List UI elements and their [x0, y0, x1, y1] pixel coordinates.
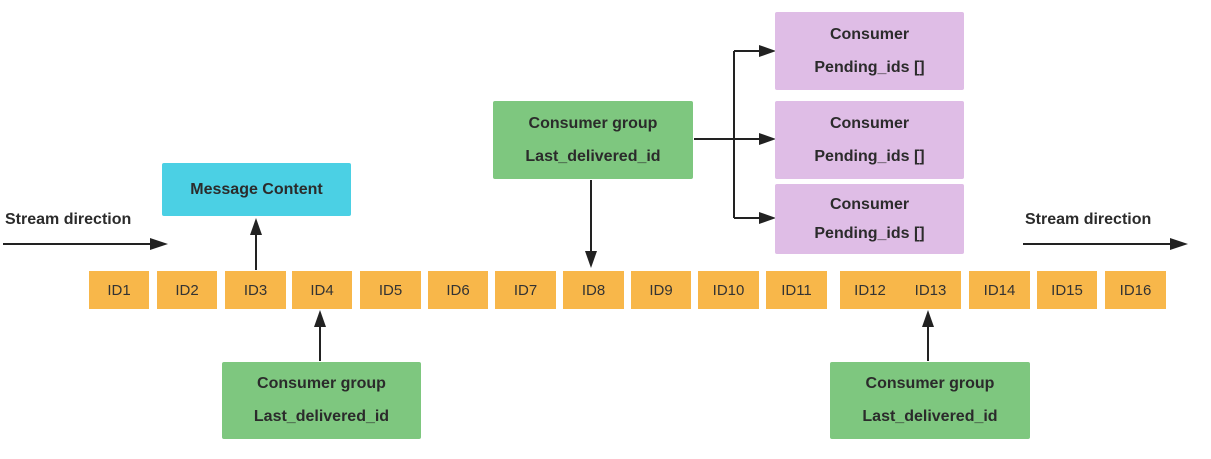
stream-id-cell: ID6: [428, 271, 488, 309]
stream-id-cell: ID15: [1037, 271, 1097, 309]
arrow-to-consumer-1-head: [759, 45, 776, 57]
stream-id-cell: ID11: [766, 271, 827, 309]
consumer-box: Consumer Pending_ids []: [775, 184, 964, 254]
stream-id-cell: ID2: [157, 271, 217, 309]
stream-id-cell: ID1: [89, 271, 149, 309]
consumer-group-box: Consumer group Last_delivered_id: [222, 362, 421, 439]
consumer-group-title: Consumer group: [865, 375, 995, 393]
stream-direction-label-left: Stream direction: [5, 211, 132, 228]
consumer-pending-ids: Pending_ids []: [814, 147, 925, 165]
stream-id-cell: ID12: [840, 271, 900, 309]
stream-direction-label-right: Stream direction: [1025, 211, 1152, 228]
consumer-box: Consumer Pending_ids []: [775, 12, 964, 90]
consumer-pending-ids: Pending_ids []: [814, 58, 925, 76]
stream-id-cell: ID13: [900, 271, 961, 309]
consumer-group-title: Consumer group: [257, 375, 386, 393]
stream-id-cell: ID5: [360, 271, 421, 309]
stream-arrow-left-head: [150, 238, 168, 250]
stream-id-cell: ID4: [292, 271, 352, 309]
stream-id-cell: ID8: [563, 271, 624, 309]
consumer-box: Consumer Pending_ids []: [775, 101, 964, 179]
arrow-group-left-to-id4-head: [314, 310, 326, 327]
arrow-group-right-to-id13-head: [922, 310, 934, 327]
stream-id-cell: ID3: [225, 271, 286, 309]
consumer-group-last-delivered-id: Last_delivered_id: [862, 407, 998, 425]
arrow-group-top-to-id8-head: [585, 251, 597, 268]
consumer-title: Consumer: [829, 114, 910, 132]
stream-arrow-right-head: [1170, 238, 1188, 250]
stream-id-cell: ID7: [495, 271, 556, 309]
consumer-group-box: Consumer group Last_delivered_id: [830, 362, 1030, 439]
stream-id-cell: ID14: [969, 271, 1030, 309]
arrow-to-consumer-3-head: [759, 212, 776, 224]
stream-id-cell: ID10: [698, 271, 759, 309]
consumer-group-box: Consumer group Last_delivered_id: [493, 101, 693, 179]
message-content-label: Message Content: [190, 180, 323, 198]
consumer-group-last-delivered-id: Last_delivered_id: [525, 147, 661, 165]
consumer-group-last-delivered-id: Last_delivered_id: [253, 407, 390, 425]
message-content-box: Message Content: [162, 163, 351, 216]
arrow-to-consumer-2-head: [759, 133, 776, 145]
consumer-title: Consumer: [829, 25, 910, 43]
consumer-group-title: Consumer group: [528, 114, 658, 132]
consumer-title: Consumer: [829, 195, 910, 213]
arrow-id3-to-message-head: [250, 218, 262, 235]
stream-id-cell: ID9: [631, 271, 691, 309]
stream-id-cell: ID16: [1105, 271, 1166, 309]
consumer-pending-ids: Pending_ids []: [814, 224, 925, 242]
